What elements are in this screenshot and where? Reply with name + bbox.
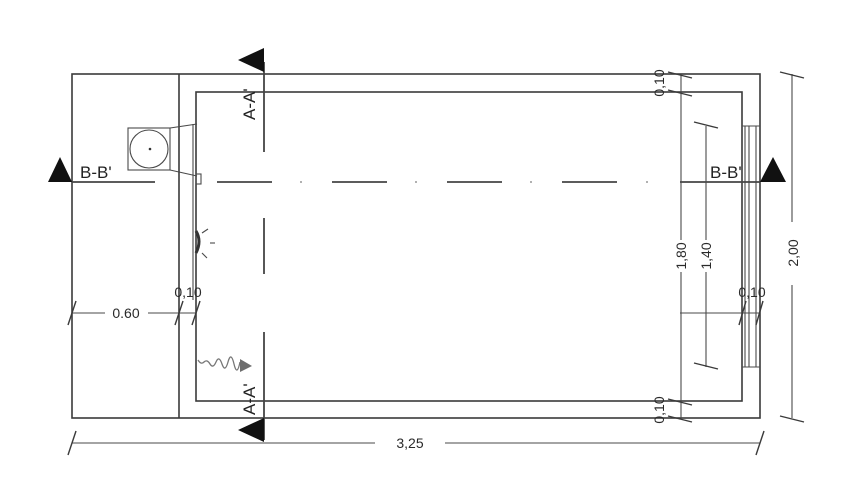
dimension-right-wall: 0,10 — [680, 284, 766, 326]
section-a-top-arrow-icon — [238, 48, 264, 72]
left-wall-thickness-label: 0,10 — [174, 284, 201, 300]
dimension-left-room: 0.60 0,10 — [67, 284, 202, 326]
outer-wall — [71, 73, 761, 419]
inner-height-label: 1,80 — [673, 242, 689, 269]
section-b-right-label: B-B' — [710, 163, 742, 182]
section-line-b: B-B' B-B' — [48, 157, 786, 183]
section-a-bottom-arrow-icon — [238, 418, 264, 442]
left-room-width-label: 0.60 — [112, 305, 139, 321]
bottom-wall-thickness-label: 0,10 — [651, 396, 667, 423]
dimension-window-height: 1,40 — [693, 121, 719, 370]
light-fixture-icon — [194, 228, 215, 259]
dimension-overall-width: 3,25 — [67, 430, 765, 456]
pump-fixture-icon — [127, 123, 202, 185]
window-height-label: 1,40 — [698, 242, 714, 269]
dimension-inner-height: 1,80 0,10 0,10 — [651, 69, 693, 424]
overall-width-label: 3,25 — [396, 435, 423, 451]
section-b-left-label: B-B' — [80, 163, 112, 182]
section-a-bottom-label: A-A' — [240, 383, 259, 415]
inlet-arrow-icon — [197, 356, 252, 372]
window-right — [742, 125, 760, 368]
inner-room — [195, 91, 743, 402]
section-line-a: A-A' A-A' — [238, 48, 265, 442]
dimension-overall-height: 2,00 — [779, 71, 805, 423]
section-b-right-arrow-icon — [760, 157, 786, 182]
right-wall-thickness-label: 0,10 — [738, 284, 765, 300]
top-wall-thickness-label: 0,10 — [651, 69, 667, 96]
section-a-top-label: A-A' — [240, 88, 259, 120]
overall-height-label: 2,00 — [785, 239, 801, 266]
section-b-left-arrow-icon — [48, 157, 72, 182]
